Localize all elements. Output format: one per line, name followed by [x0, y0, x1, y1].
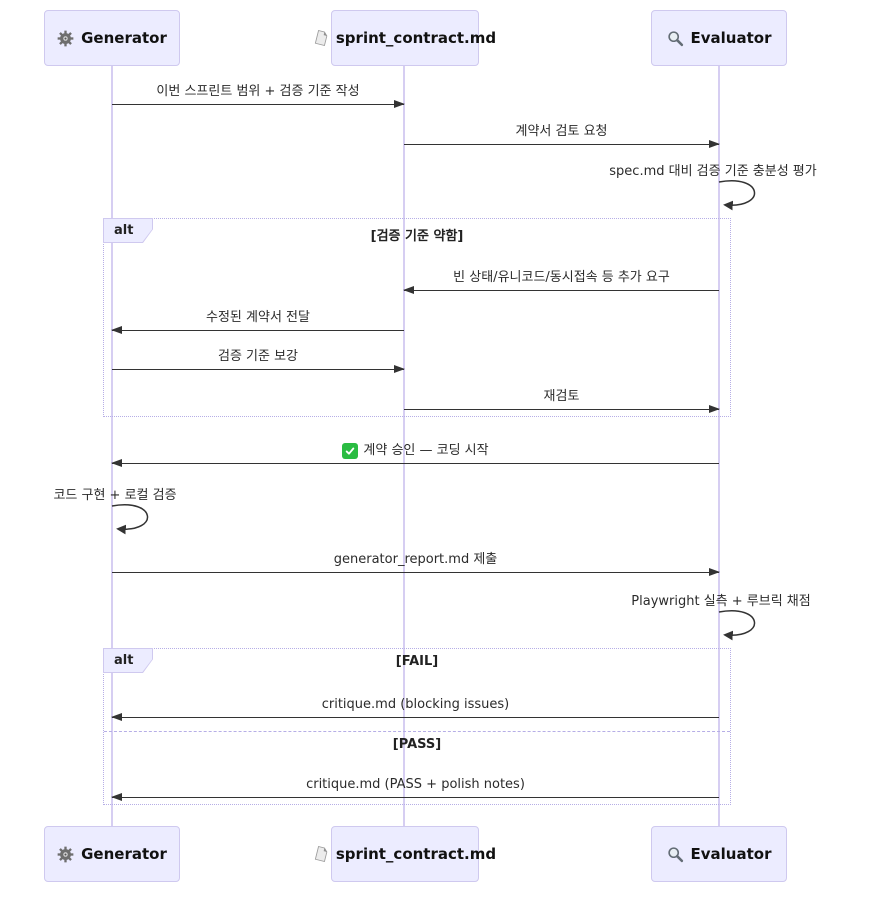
lifeline-evaluator [718, 66, 720, 826]
self-loop-arrow-icon [718, 180, 756, 211]
arrow-line [404, 139, 720, 148]
arrow-line [111, 458, 719, 467]
actor-label: Generator [81, 845, 167, 863]
document-icon [312, 844, 330, 863]
self-message-playwright-rubric: Playwright 실측 + 루브릭 채점 [631, 594, 811, 609]
alt-condition-pass: [PASS] [392, 737, 442, 752]
alt-label-tab: alt [103, 648, 153, 673]
arrow-line [112, 99, 405, 108]
arrow-line [403, 285, 719, 294]
alt-label-tab: alt [103, 218, 153, 243]
actor-label: Evaluator [690, 29, 772, 47]
arrow-line [111, 712, 719, 721]
message-extra-requirements: 빈 상태/유니코드/동시접속 등 추가 요구 [403, 270, 719, 294]
message-submit-report: generator_report.md 제출 [112, 552, 720, 576]
actor-generator-top: Generator [44, 10, 180, 66]
arrow-line [111, 792, 719, 801]
arrowhead-right-icon [394, 364, 405, 373]
gear-icon [57, 846, 74, 863]
alt-else-divider [104, 731, 730, 732]
alt-condition-fail: [FAIL] [395, 654, 439, 669]
arrowhead-left-icon [111, 712, 122, 721]
alt-label: alt [104, 649, 152, 672]
arrowhead-left-icon [111, 792, 122, 801]
arrowhead-left-icon [111, 458, 122, 467]
actor-sprint-contract-bottom: sprint_contract.md [314, 826, 496, 882]
self-loop-arrow-icon [718, 610, 756, 641]
self-loop-arrow-icon [111, 504, 149, 535]
self-message-spec-sufficiency: spec.md 대비 검증 기준 충분성 평가 [609, 164, 817, 179]
lifeline-sprint-contract [403, 66, 405, 826]
magnifier-icon [667, 846, 684, 863]
actor-label: sprint_contract.md [335, 845, 497, 863]
alt-condition-weak-criteria: [검증 기준 약함] [370, 229, 464, 244]
document-icon [312, 28, 330, 47]
alt-block-verdict: alt [FAIL] [PASS] [103, 648, 731, 805]
actor-label: sprint_contract.md [335, 29, 497, 47]
arrowhead-left-icon [403, 285, 414, 294]
arrow-line [112, 364, 405, 373]
message-critique-pass: critique.md (PASS + polish notes) [111, 777, 719, 801]
actor-label: Evaluator [690, 845, 772, 863]
message-label: 계약 승인 — 코딩 시작 [363, 443, 489, 458]
magnifier-icon [667, 30, 684, 47]
message-re-review: 재검토 [404, 389, 720, 413]
self-message-implement-verify: 코드 구현 + 로컬 검증 [53, 488, 177, 503]
alt-block-contract-review: alt [검증 기준 약함] [103, 218, 731, 417]
alt-label: alt [104, 219, 152, 242]
actor-evaluator-top: Evaluator [651, 10, 787, 66]
arrow-line [111, 325, 404, 334]
arrowhead-right-icon [709, 139, 720, 148]
gear-icon [57, 30, 74, 47]
actor-generator-bottom: Generator [44, 826, 180, 882]
arrowhead-right-icon [709, 567, 720, 576]
arrowhead-right-icon [394, 99, 405, 108]
message-contract-approved: 계약 승인 — 코딩 시작 [111, 443, 719, 467]
message-strengthen-criteria: 검증 기준 보강 [112, 349, 405, 373]
arrowhead-left-icon [111, 325, 122, 334]
actor-evaluator-bottom: Evaluator [651, 826, 787, 882]
message-write-sprint-scope: 이번 스프린트 범위 + 검증 기준 작성 [112, 84, 405, 108]
lifeline-generator [111, 66, 113, 826]
arrow-line [404, 404, 720, 413]
message-critique-blocking: critique.md (blocking issues) [111, 697, 719, 721]
actor-label: Generator [81, 29, 167, 47]
message-revised-contract: 수정된 계약서 전달 [111, 310, 404, 334]
actor-sprint-contract-top: sprint_contract.md [314, 10, 496, 66]
check-mark-icon [342, 443, 359, 459]
message-review-request: 계약서 검토 요청 [404, 124, 720, 148]
arrow-line [112, 567, 720, 576]
arrowhead-right-icon [709, 404, 720, 413]
